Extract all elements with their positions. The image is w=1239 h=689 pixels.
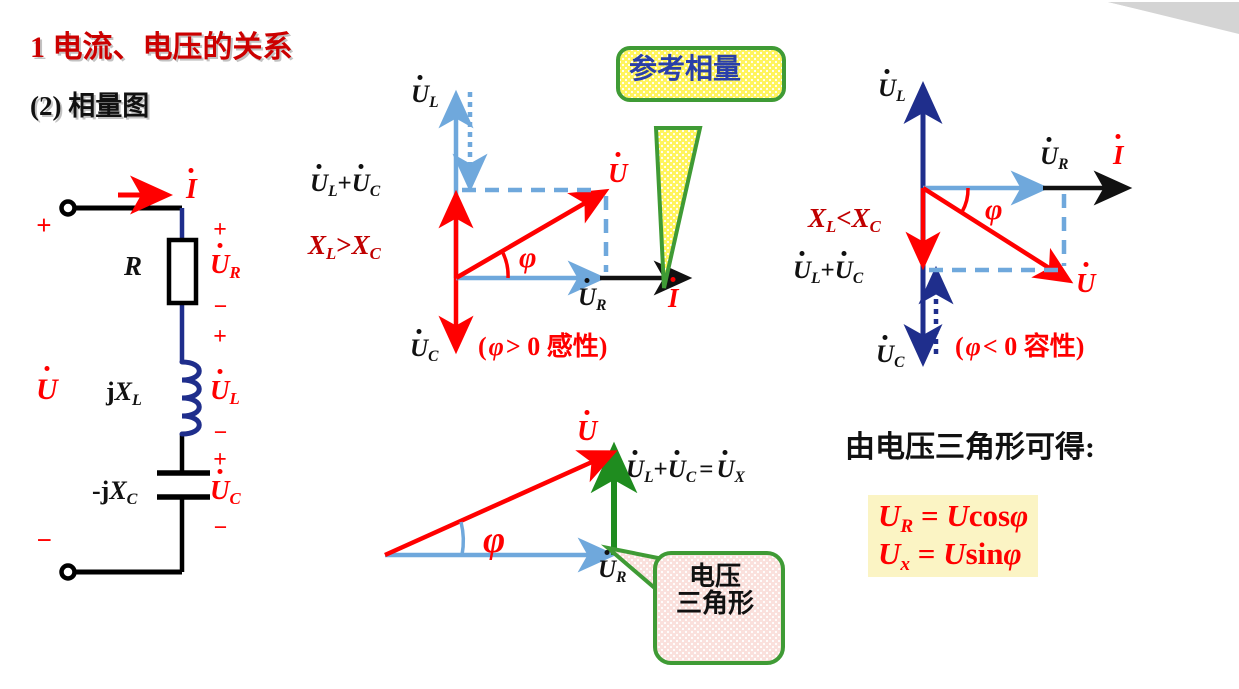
ul-minus: − <box>213 420 228 446</box>
circuit-current-label: I <box>186 167 197 204</box>
ind-ul-label: UL <box>411 74 439 110</box>
tri-ur-label: UR <box>598 549 626 585</box>
resistor-symbol: R <box>124 251 143 281</box>
conclusion-heading: 由电压三角形可得: <box>845 431 1095 464</box>
uc-plus: + <box>213 447 227 473</box>
voltage-triangle-callout-shape <box>600 544 785 665</box>
cap-ulc-label: UL+UC <box>793 250 863 286</box>
page-title: 1 电流、电压的关系 <box>30 31 293 64</box>
ind-note: (φ> 0 感性) <box>478 332 608 361</box>
uc-minus: − <box>213 515 228 541</box>
cap-u-label: U <box>1076 261 1096 297</box>
circuit-drawing <box>59 175 210 581</box>
circuit-source-voltage-label: U <box>36 366 58 405</box>
ind-i-label: I <box>668 276 679 312</box>
inductor-symbol: jjXXL <box>106 377 142 409</box>
voltage-triangle-vectors <box>384 441 638 573</box>
reference-phasor-callout-shape <box>616 46 786 289</box>
cap-ur-label: UR <box>1040 136 1068 172</box>
ind-condition-label: XL>XC <box>308 230 381 264</box>
cap-note: (φ< 0 容性) <box>955 332 1085 361</box>
ind-u-label: U <box>608 151 628 187</box>
page-subtitle: (2) 相量图 <box>30 91 150 121</box>
ind-ulc-label: UL+UC <box>310 163 380 199</box>
ur-minus: − <box>213 294 228 320</box>
cap-phi-label: φ <box>985 193 1003 226</box>
corner-accent-2 <box>1108 2 1239 33</box>
uc-label: UC <box>210 468 241 507</box>
circuit-plus-top: + <box>36 210 52 240</box>
ind-ur-label: UR <box>578 277 606 313</box>
formula-ux: Ux = Usinφ <box>878 535 1022 575</box>
capacitor-symbol: -jXC <box>92 476 138 508</box>
ind-phi-label: φ <box>519 241 537 274</box>
tri-u-label: U <box>577 409 597 446</box>
inductive-phasor-vectors <box>438 89 693 355</box>
voltage-triangle-callout-text: 电压 三角形 <box>676 563 754 618</box>
cap-condition-label: XL<XC <box>808 203 881 237</box>
callout-line-2: 三角形 <box>676 589 755 619</box>
formula-ur: UR = Ucosφ <box>878 498 1029 537</box>
tri-phi-label: φ <box>483 519 506 561</box>
ur-label: UR <box>210 242 241 281</box>
ind-uc-label: UC <box>410 328 438 364</box>
callout-line-1: 电压 <box>689 562 742 591</box>
cap-i-label: I <box>1113 133 1124 169</box>
circuit-minus-bottom: − <box>36 525 53 555</box>
cap-ul-label: UL <box>878 68 906 104</box>
conclusion-formula-box: UR = Ucosφ Ux = Usinφ <box>868 495 1039 577</box>
cap-uc-label: UC <box>876 334 904 370</box>
tri-sum-label: UL+UC=UX <box>626 449 745 485</box>
ul-label: UL <box>210 368 240 407</box>
reference-phasor-callout-text: 参考相量 <box>629 54 742 85</box>
capacitive-phasor-vectors <box>903 80 1133 368</box>
ul-plus: + <box>213 324 227 350</box>
ur-plus: + <box>213 217 227 243</box>
